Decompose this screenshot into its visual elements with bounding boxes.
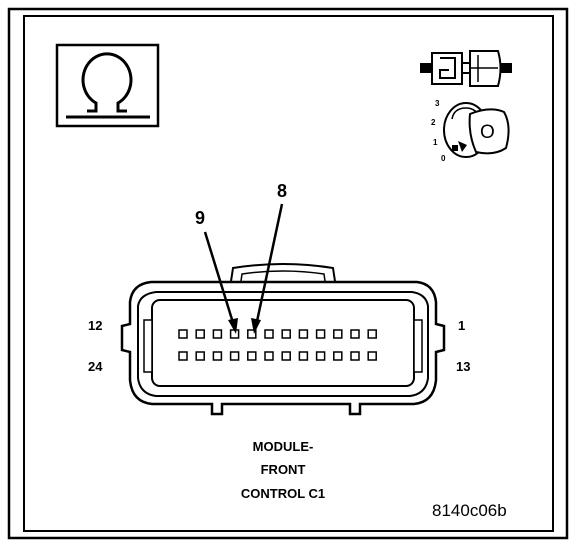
caption-line-2: FRONT [260,462,306,477]
pin-cavity-8 [247,329,257,339]
pin-cavity-21 [229,351,240,361]
pin-cavity-10 [212,329,223,339]
pin-cavity-4 [315,329,326,339]
caption-line-1: MODULE- [252,439,314,454]
ignition-pos-2: 2 [431,118,436,127]
ignition-pos-1: 1 [433,138,438,147]
pin-cavity-2 [350,329,360,339]
pin-cavity-23 [195,351,205,361]
connector-body [120,263,446,416]
ignition-key-label: O [480,122,495,143]
pin-cavity-13 [367,351,377,361]
pin-cavity-3 [333,329,343,339]
pin-cavity-7 [264,329,274,339]
pin-label-13: 13 [456,359,471,374]
pin-label-1: 1 [458,318,466,333]
pin-cavity-1 [367,329,377,339]
connector-icon [420,50,512,87]
pin-cavity-11 [195,329,205,339]
callout-label-9: 9 [195,208,206,228]
outer-border [7,7,569,540]
pin-label-24: 24 [88,359,103,374]
ignition-pos-3: 3 [435,99,440,108]
pin-cavity-18 [281,351,291,361]
pin-cavity-14 [350,351,360,361]
pin-cavity-17 [298,351,309,361]
ohm-icon [55,43,160,128]
pin-cavity-22 [212,351,223,361]
ignition-pos-0: 0 [441,154,446,163]
ignition-switch-icon [443,102,510,158]
pin-label-12: 12 [88,318,103,333]
inner-border [23,15,554,532]
pin-cavity-20 [247,351,257,361]
pin-cavity-16 [315,351,326,361]
pin-cavity-5 [298,329,309,339]
pin-cavity-19 [264,351,274,361]
callout-arrow-9 [203,231,238,334]
callout-arrow-8 [251,203,284,334]
caption-line-3: CONTROL C1 [240,486,326,501]
pin-grid [178,329,377,361]
pin-cavity-12 [178,329,188,339]
figure-reference: 8140c06b [432,501,507,520]
pin-cavity-15 [333,351,343,361]
pin-cavity-6 [281,329,291,339]
callout-label-8: 8 [277,181,288,201]
pin-cavity-24 [178,351,188,361]
